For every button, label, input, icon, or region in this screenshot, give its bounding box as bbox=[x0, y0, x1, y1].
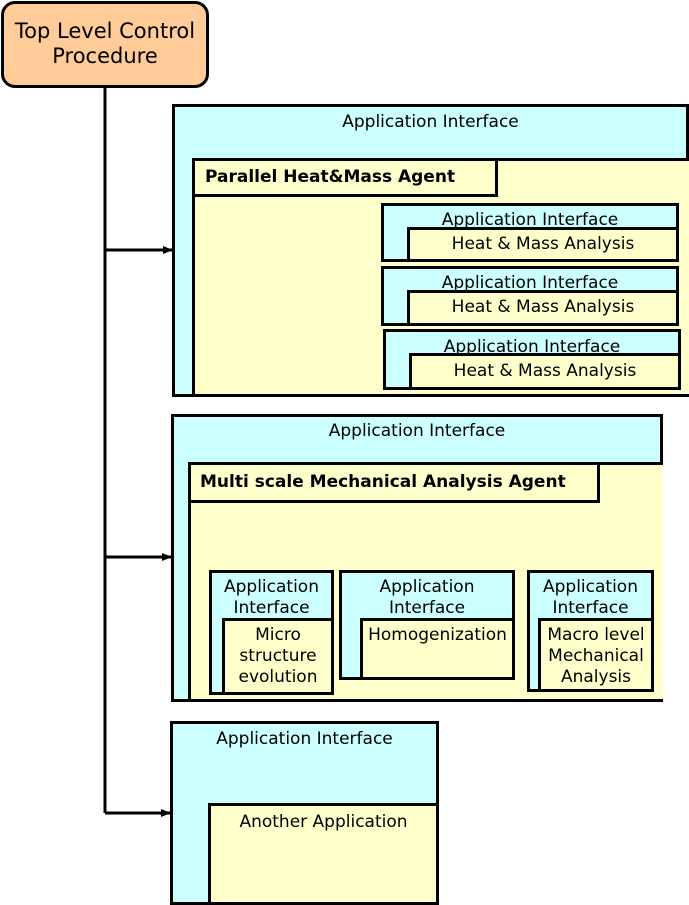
interface-label: Application Interface bbox=[441, 210, 619, 230]
parallel-heat-mass-agent-header: Parallel Heat&Mass Agent bbox=[192, 158, 498, 197]
app-label: Micro structure evolution bbox=[238, 625, 318, 687]
interface-label: Application Interface bbox=[441, 273, 619, 293]
interface-label: Application Interface bbox=[443, 337, 621, 357]
app-label: Macro level Mechanical Analysis bbox=[547, 625, 645, 687]
app-label: Homogenization bbox=[368, 625, 507, 645]
app-label: Heat & Mass Analysis bbox=[451, 234, 635, 254]
interface-label: Application Interface bbox=[224, 577, 319, 618]
agent-label: Multi scale Mechanical Analysis Agent bbox=[200, 472, 566, 492]
heat-mass-analysis-3: Heat & Mass Analysis bbox=[409, 353, 681, 390]
macro-level-mechanical-app: Macro level Mechanical Analysis bbox=[538, 618, 654, 692]
mechanical-agent-header: Multi scale Mechanical Analysis Agent bbox=[188, 462, 600, 503]
interface-label: Application Interface bbox=[543, 577, 638, 618]
heat-mass-analysis-1: Heat & Mass Analysis bbox=[407, 227, 679, 262]
micro-structure-evolution-app: Micro structure evolution bbox=[222, 618, 334, 695]
top-level-control-procedure: Top Level Control Procedure bbox=[1, 1, 209, 88]
homogenization-app: Homogenization bbox=[360, 618, 515, 680]
heat-mass-analysis-2: Heat & Mass Analysis bbox=[407, 290, 679, 326]
app-label: Heat & Mass Analysis bbox=[451, 297, 635, 317]
interface-label: Application Interface bbox=[216, 729, 393, 749]
interface-label: Application Interface bbox=[328, 421, 506, 441]
top-level-label: Top Level Control Procedure bbox=[14, 19, 196, 68]
another-application-app: Another Application bbox=[208, 803, 439, 905]
interface-label: Application Interface bbox=[342, 112, 519, 132]
interface-label: Application Interface bbox=[379, 577, 475, 618]
app-label: Heat & Mass Analysis bbox=[453, 361, 637, 381]
app-label: Another Application bbox=[239, 812, 408, 832]
agent-label: Parallel Heat&Mass Agent bbox=[205, 167, 456, 187]
